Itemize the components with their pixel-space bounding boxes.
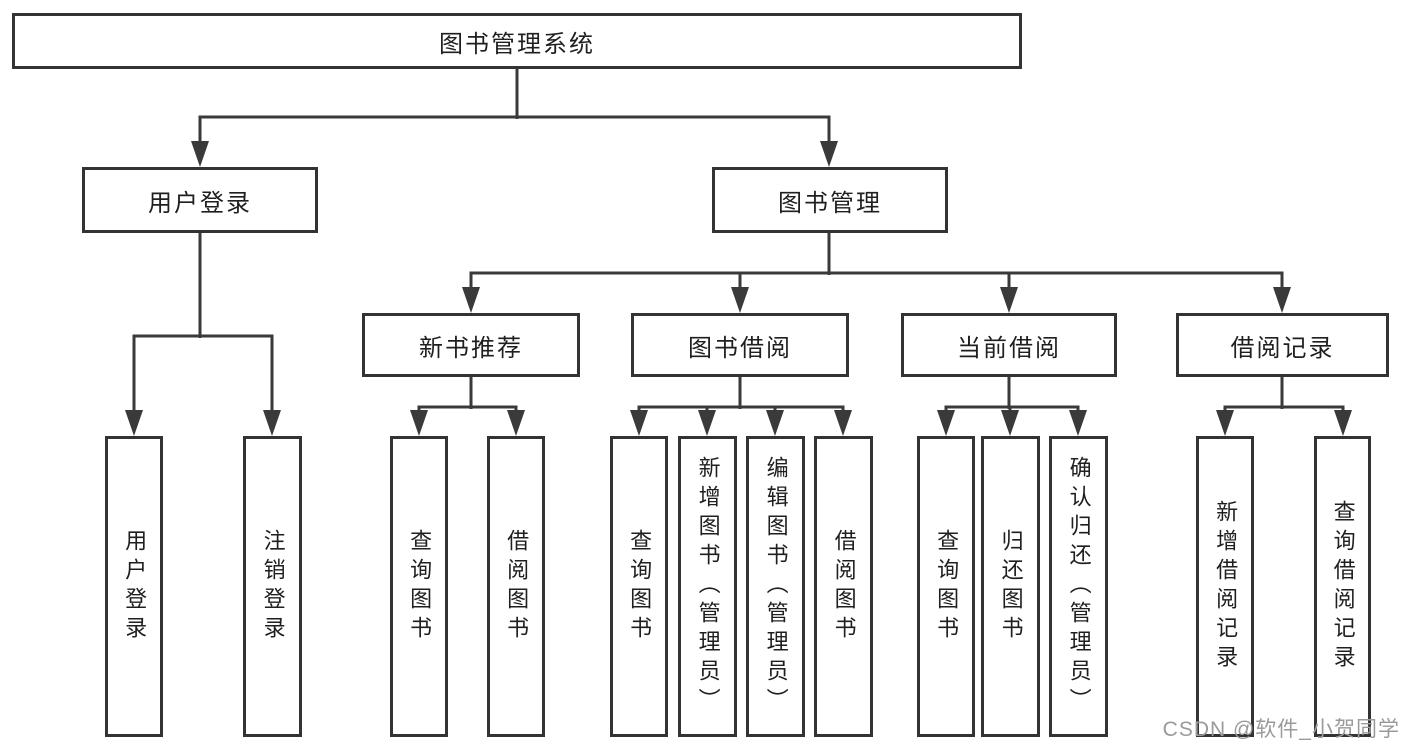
leaf-record-add-record: 新增借阅记录 bbox=[1196, 436, 1254, 737]
leaf-borrow-query-book: 查询图书 bbox=[610, 436, 668, 737]
leaf-label: 归还图书 bbox=[998, 528, 1024, 645]
leaf-label: 查询图书 bbox=[934, 528, 960, 645]
node-current-borrow: 当前借阅 bbox=[901, 313, 1117, 377]
leaf-label: 用户登录 bbox=[122, 528, 148, 645]
leaf-label: 确认归还（管理员） bbox=[1066, 456, 1092, 717]
leaf-newbook-query-book: 查询图书 bbox=[390, 436, 448, 737]
arrow-down-icon bbox=[630, 410, 648, 436]
node-new-book-recommend: 新书推荐 bbox=[362, 313, 580, 377]
arrow-down-icon bbox=[937, 410, 955, 436]
node-borrow-record: 借阅记录 bbox=[1176, 313, 1389, 377]
leaf-borrow-add-book: 新增图书（管理员） bbox=[678, 436, 737, 737]
leaf-current-query-book: 查询图书 bbox=[917, 436, 975, 737]
arrow-down-icon bbox=[1334, 410, 1352, 436]
leaf-borrow-edit-book: 编辑图书（管理员） bbox=[746, 436, 805, 737]
arrow-down-icon bbox=[731, 287, 749, 313]
arrow-down-icon bbox=[125, 410, 143, 436]
leaf-label: 新增借阅记录 bbox=[1213, 499, 1239, 674]
leaf-record-query-record: 查询借阅记录 bbox=[1314, 436, 1371, 737]
leaf-label: 新增图书（管理员） bbox=[695, 456, 721, 717]
arrow-down-icon bbox=[1000, 287, 1018, 313]
leaf-label: 借阅图书 bbox=[831, 528, 857, 645]
node-user-login: 用户登录 bbox=[82, 167, 318, 233]
csdn-watermark: CSDN @软件_小贺同学 bbox=[1162, 718, 1400, 741]
leaf-borrow-borrow-book: 借阅图书 bbox=[814, 436, 873, 737]
leaf-user-login: 用户登录 bbox=[105, 436, 163, 737]
arrow-down-icon bbox=[1001, 410, 1019, 436]
arrow-down-icon bbox=[191, 141, 209, 167]
arrow-down-icon bbox=[766, 410, 784, 436]
arrow-down-icon bbox=[1069, 410, 1087, 436]
arrow-down-icon bbox=[834, 410, 852, 436]
leaf-label: 查询图书 bbox=[627, 528, 653, 645]
arrow-down-icon bbox=[263, 410, 281, 436]
leaf-newbook-borrow-book: 借阅图书 bbox=[487, 436, 545, 737]
arrow-down-icon bbox=[698, 410, 716, 436]
leaf-label: 借阅图书 bbox=[504, 528, 530, 645]
leaf-label: 注销登录 bbox=[260, 528, 286, 645]
leaf-label: 查询借阅记录 bbox=[1330, 499, 1356, 674]
leaf-logout: 注销登录 bbox=[243, 436, 302, 737]
node-root: 图书管理系统 bbox=[12, 13, 1022, 69]
arrow-down-icon bbox=[507, 410, 525, 436]
leaf-label: 查询图书 bbox=[407, 528, 433, 645]
arrow-down-icon bbox=[462, 287, 480, 313]
arrow-down-icon bbox=[410, 410, 428, 436]
arrow-down-icon bbox=[1216, 410, 1234, 436]
leaf-label: 编辑图书（管理员） bbox=[763, 456, 789, 717]
leaf-current-confirm-return: 确认归还（管理员） bbox=[1049, 436, 1108, 737]
arrow-down-icon bbox=[820, 141, 838, 167]
arrow-down-icon bbox=[1273, 287, 1291, 313]
leaf-current-return-book: 归还图书 bbox=[981, 436, 1040, 737]
node-book-borrow: 图书借阅 bbox=[631, 313, 849, 377]
node-book-management: 图书管理 bbox=[712, 167, 948, 233]
